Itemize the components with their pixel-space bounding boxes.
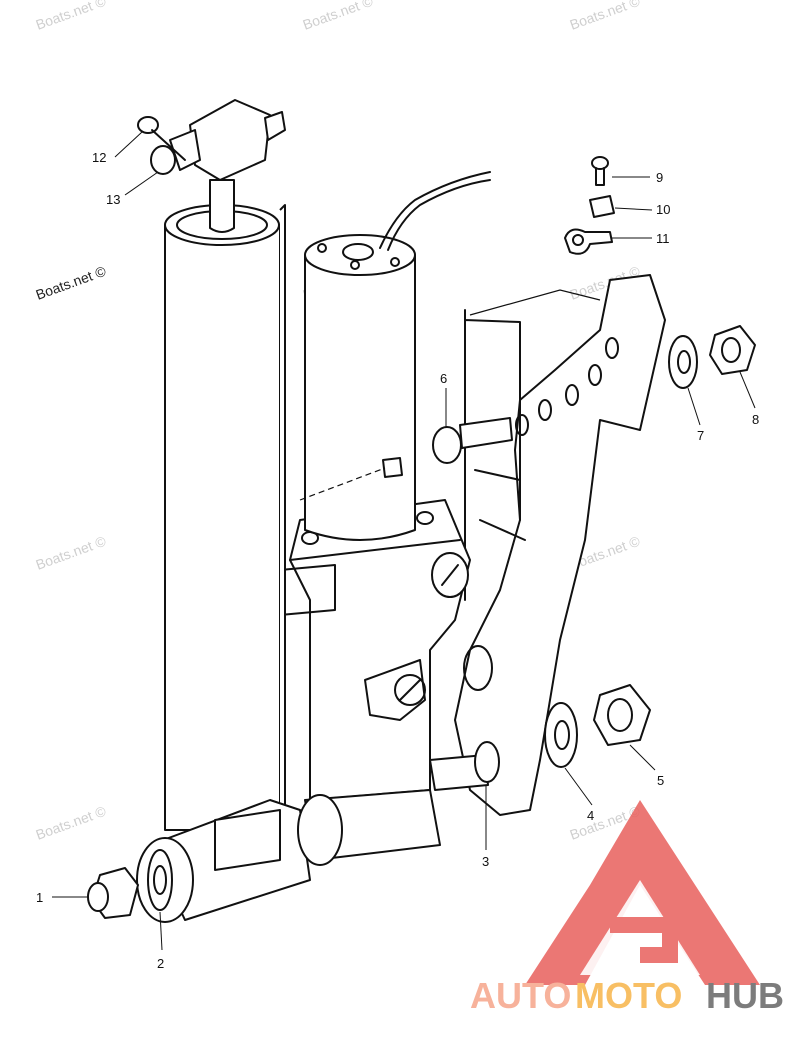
part-1-nut	[87, 867, 139, 919]
callout-7: 7	[697, 428, 704, 443]
part-2-washer	[147, 849, 173, 911]
watermark: Boats.net ©	[568, 0, 643, 33]
logo-mark	[525, 800, 760, 985]
watermark: Boats.net ©	[301, 0, 376, 33]
logo-text-moto: MOTO	[575, 975, 682, 1016]
callout-12: 12	[92, 150, 106, 165]
part-8-nut	[709, 325, 756, 375]
callout-13: 13	[106, 192, 120, 207]
logo-text-hub: HUB	[706, 975, 784, 1016]
transom-frame	[464, 289, 601, 601]
part-3-bolt	[429, 741, 500, 791]
leader-lines	[52, 131, 756, 951]
watermark: Boats.net ©	[34, 532, 109, 572]
part-5-nut	[593, 684, 651, 746]
callout-6: 6	[440, 371, 447, 386]
callout-4: 4	[587, 808, 594, 823]
trim-cylinder	[164, 179, 286, 831]
watermark: Boats.net ©	[34, 0, 109, 33]
logo-text-auto: AUTO	[470, 975, 571, 1016]
part-6-bolt	[432, 417, 513, 464]
trim-motor	[299, 171, 491, 541]
callout-11: 11	[656, 231, 670, 246]
part-9-screw	[591, 156, 609, 186]
pump-housing	[279, 499, 471, 801]
automotohub-logo: AUTO MOTO HUB	[470, 800, 784, 1016]
part-10-clip-nut	[589, 195, 615, 218]
part-4-washer	[544, 702, 578, 768]
part-11-clamp	[564, 228, 613, 255]
callout-10: 10	[656, 202, 670, 217]
watermark: Boats.net ©	[34, 802, 109, 842]
part-7-washer	[668, 335, 698, 389]
callout-2: 2	[157, 956, 164, 971]
hose-fitting	[137, 99, 286, 181]
callout-5: 5	[657, 773, 664, 788]
watermark: Boats.net ©	[34, 262, 109, 302]
callouts: 1 2 3 4 5 6 7 8 9 10 11 12 13	[36, 150, 759, 971]
callout-9: 9	[656, 170, 663, 185]
callout-3: 3	[482, 854, 489, 869]
callout-8: 8	[752, 412, 759, 427]
callout-1: 1	[36, 890, 43, 905]
